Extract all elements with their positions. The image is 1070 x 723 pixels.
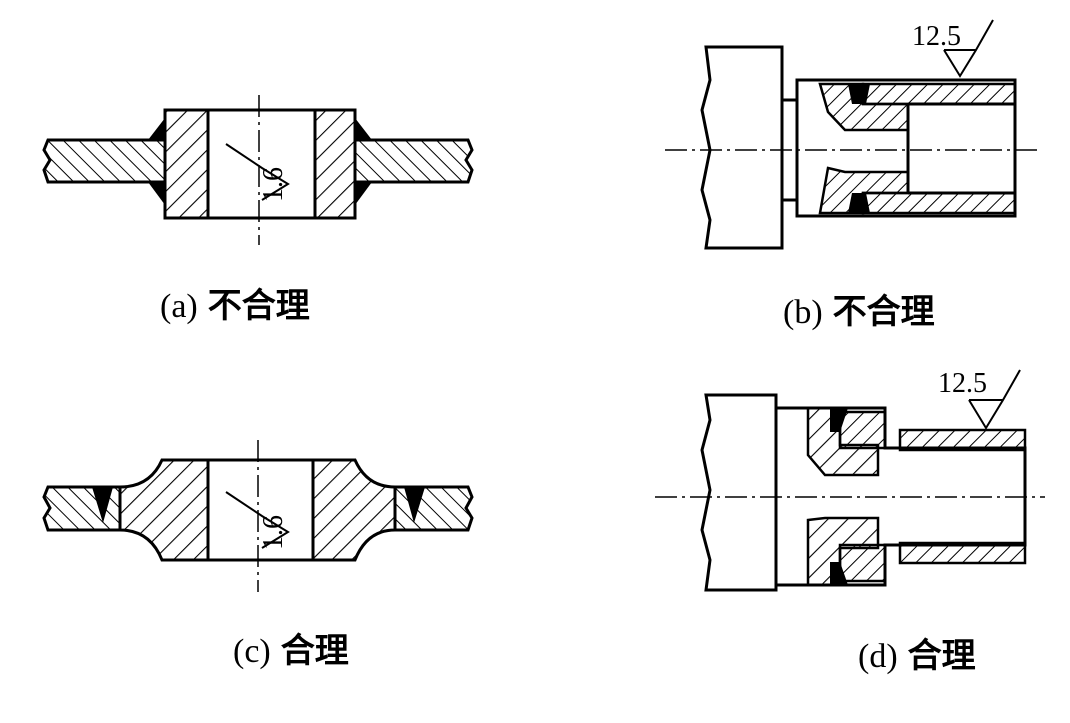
a-weld-left-top	[148, 118, 165, 140]
caption-a-tag: (a)	[160, 288, 198, 325]
b-sleeve-bottom	[861, 191, 1017, 215]
caption-b-verdict: 不合理	[832, 292, 935, 332]
b-weld-top	[848, 84, 870, 104]
b-roughness-symbol: 12.5	[912, 19, 994, 78]
caption-c-verdict: 合理	[280, 631, 349, 671]
a-weld-right-bottom	[355, 182, 372, 205]
b-wall-block	[700, 45, 784, 250]
b-weld-bottom	[848, 193, 870, 213]
svg-text:12.5: 12.5	[938, 368, 987, 399]
caption-d-tag: (d)	[858, 638, 898, 675]
caption-d: (d)合理	[858, 638, 976, 674]
diagram-c-reasonable-weld: 1.6	[42, 440, 474, 592]
b-plug-lower	[818, 166, 910, 215]
d-wall-block	[700, 393, 778, 592]
svg-text:1.6: 1.6	[258, 515, 289, 550]
caption-b-tag: (b)	[783, 294, 823, 331]
diagram-b-unreasonable-weld: 12.5	[665, 19, 1040, 250]
d-flange-top	[838, 410, 887, 450]
a-weld-right-top	[355, 118, 372, 140]
diagram-d-reasonable-weld: 12.5	[655, 368, 1045, 592]
d-weld-top	[830, 408, 848, 432]
caption-b: (b)不合理	[783, 294, 935, 330]
c-weld-left	[92, 487, 113, 523]
svg-text:1.6: 1.6	[258, 167, 289, 202]
a-hub-right-wall	[313, 108, 357, 220]
a-right-plate	[353, 138, 474, 184]
caption-a: (a)不合理	[160, 288, 310, 324]
caption-d-verdict: 合理	[907, 636, 976, 676]
a-roughness-symbol: 1.6	[225, 143, 290, 202]
c-roughness-symbol: 1.6	[225, 491, 290, 550]
d-roughness-symbol: 12.5	[938, 368, 1021, 430]
caption-a-verdict: 不合理	[207, 286, 310, 326]
d-sleeve-bottom	[898, 541, 1027, 565]
diagram-a-unreasonable-weld: 1.6	[42, 95, 474, 245]
svg-text:12.5: 12.5	[912, 21, 961, 52]
caption-c-tag: (c)	[233, 633, 271, 670]
c-hub-bore	[206, 458, 315, 562]
c-weld-right	[404, 487, 425, 523]
b-sleeve-top	[861, 82, 1017, 106]
caption-c: (c)合理	[233, 633, 349, 669]
a-hub-left-wall	[163, 108, 210, 220]
a-left-plate	[42, 138, 167, 184]
d-weld-bottom	[830, 562, 848, 585]
a-weld-left-bottom	[148, 182, 165, 205]
d-sleeve-top	[898, 428, 1027, 452]
d-flange-bottom	[838, 543, 887, 583]
